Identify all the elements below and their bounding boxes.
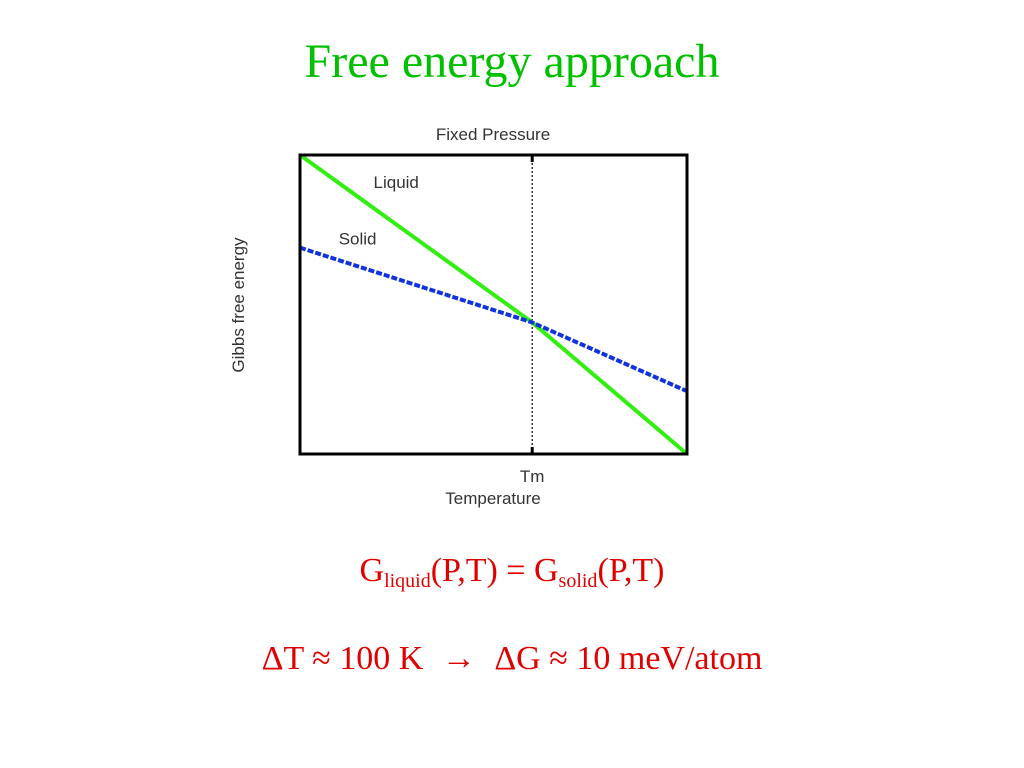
series-line-solid — [299, 245, 688, 394]
eq1-middle: (P,T) = G — [430, 552, 559, 589]
eq1-liquid-subscript: liquid — [384, 570, 431, 592]
plot-frame — [298, 153, 689, 456]
series-label-solid: Solid — [339, 230, 377, 249]
y-axis-label: Gibbs free energy — [229, 237, 248, 373]
energy-estimate-equation: ΔT ≈ 100 K → ΔG ≈ 10 meV/atom — [0, 642, 1024, 676]
eq1-solid-subscript: solid — [558, 570, 598, 592]
gibbs-energy-plot: Fixed Pressure Gibbs free energy Tempera… — [229, 125, 689, 508]
eq2-right: ΔG ≈ 10 meV/atom — [494, 640, 763, 677]
eq2-arrow-icon: → — [441, 640, 476, 677]
plot-title: Fixed Pressure — [436, 125, 550, 144]
x-axis-label: Temperature — [445, 489, 540, 508]
x-tick-label-tm: Tm — [520, 467, 545, 486]
series-line-liquid — [298, 153, 689, 456]
eq2-left: ΔT ≈ 100 K — [261, 640, 424, 677]
slide-title: Free energy approach — [304, 35, 720, 88]
eq1-end: (P,T) — [597, 552, 665, 589]
eq1-g-liquid: G — [359, 552, 385, 589]
equilibrium-equation: Gliquid(P,T) = Gsolid(P,T) — [0, 552, 1024, 592]
series-label-liquid: Liquid — [374, 173, 419, 192]
